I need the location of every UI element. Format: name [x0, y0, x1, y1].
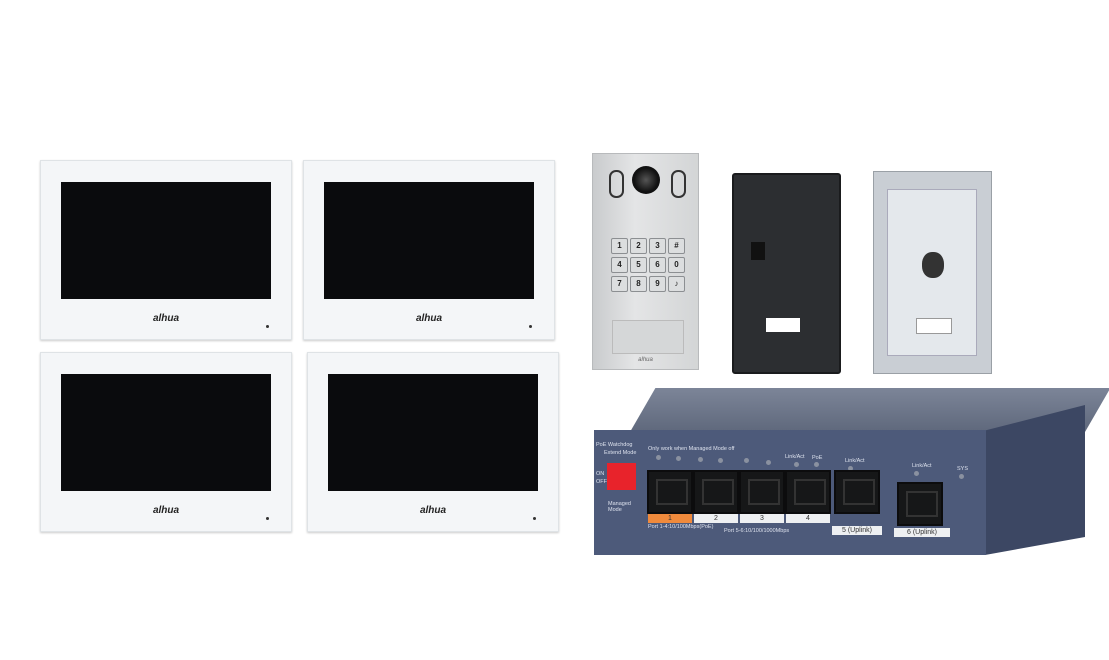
port-label: 5 (Uplink)	[832, 526, 882, 535]
keypad-key[interactable]: 3	[649, 238, 666, 254]
led	[266, 517, 269, 520]
surface-back-box	[732, 173, 841, 374]
label: PoE	[812, 455, 823, 461]
brand-logo: alhua	[419, 505, 447, 516]
label: PoE Watchdog	[596, 442, 633, 448]
label: Extend Mode	[604, 450, 637, 456]
brand-logo: alhua	[152, 313, 180, 324]
port-label: 2	[694, 514, 738, 523]
keypad-key[interactable]: 4	[611, 257, 628, 273]
label: Managed Mode	[608, 501, 631, 513]
keypad-key[interactable]: 5	[630, 257, 647, 273]
label: ON	[596, 471, 605, 477]
cutout	[766, 318, 800, 332]
flush-mount-box	[873, 171, 992, 374]
ethernet-port[interactable]	[897, 482, 943, 526]
label: Port 5-6:10/100/1000Mbps	[724, 528, 790, 534]
light-sensor	[671, 170, 686, 198]
indoor-monitor: alhua	[307, 352, 559, 532]
keypad-key[interactable]: 8	[630, 276, 647, 292]
label: Only work when Managed Mode off	[648, 446, 735, 452]
led	[533, 517, 536, 520]
poe-switch: PoE Watchdog Extend Mode Only work when …	[594, 430, 986, 555]
keypad-key[interactable]: #	[668, 238, 685, 254]
indoor-monitor: alhua	[40, 352, 292, 532]
keypad-key[interactable]: 6	[649, 257, 666, 273]
ethernet-port[interactable]	[739, 470, 785, 514]
monitor-screen	[324, 182, 534, 299]
cutout	[751, 242, 765, 260]
label: SYS	[957, 466, 969, 472]
camera-lens-icon	[632, 166, 660, 194]
led	[529, 325, 532, 328]
light-sensor	[609, 170, 624, 198]
port-label: 1	[648, 514, 692, 523]
card-reader-speaker	[612, 320, 684, 354]
ethernet-port[interactable]	[693, 470, 739, 514]
label: Port 1-4:10/100Mbps(PoE)	[648, 524, 714, 530]
ethernet-port[interactable]	[834, 470, 880, 514]
indoor-monitor: alhua	[40, 160, 292, 340]
keypad-key[interactable]: 9	[649, 276, 666, 292]
monitor-screen	[61, 374, 271, 491]
keypad-key[interactable]: 0	[668, 257, 685, 273]
keypad-key[interactable]: 2	[630, 238, 647, 254]
cable-hole	[922, 252, 944, 278]
keypad-key[interactable]: 1	[611, 238, 628, 254]
keypad-key[interactable]: 7	[611, 276, 628, 292]
indoor-monitor: alhua	[303, 160, 555, 340]
brand-logo: alhua	[638, 357, 653, 363]
port-label: 3	[740, 514, 784, 523]
cutout	[916, 318, 952, 334]
brand-logo: alhua	[415, 313, 443, 324]
dip-switch[interactable]	[607, 463, 636, 490]
port-label: 6 (Uplink)	[894, 528, 950, 537]
keypad-key[interactable]: ♪	[668, 276, 685, 292]
ethernet-port[interactable]	[647, 470, 693, 514]
monitor-screen	[328, 374, 538, 491]
ethernet-port[interactable]	[785, 470, 831, 514]
switch-side	[985, 405, 1085, 555]
led	[266, 325, 269, 328]
label: Link/Act	[845, 458, 865, 464]
brand-logo: alhua	[152, 505, 180, 516]
label: OFF	[596, 479, 607, 485]
label: Link/Act	[785, 454, 805, 460]
monitor-screen	[61, 182, 271, 299]
label: Link/Act	[912, 463, 932, 469]
port-label: 4	[786, 514, 830, 523]
